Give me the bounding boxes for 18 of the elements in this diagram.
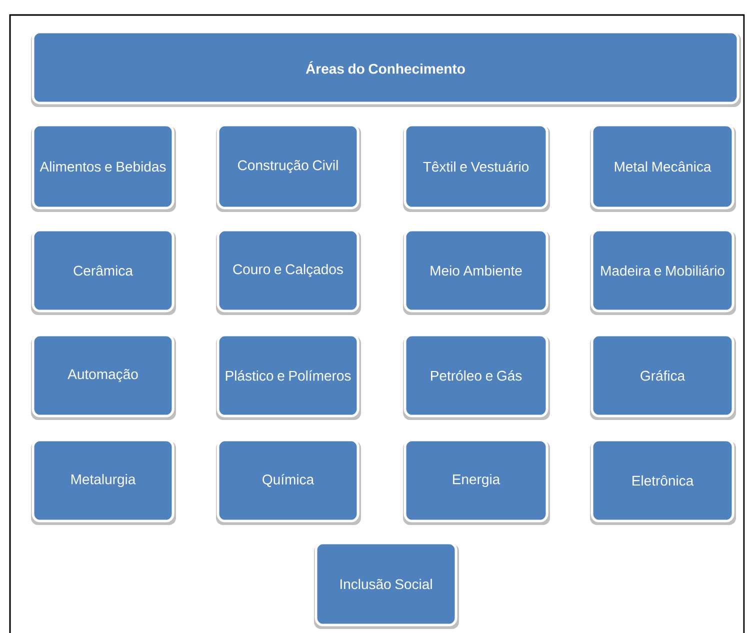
topic-box: Metalurgia: [31, 438, 176, 525]
topic-box: Cerâmica: [31, 228, 176, 315]
topic-box: Química: [216, 438, 361, 525]
topic-box: Energia: [403, 438, 550, 525]
topic-box: Madeira e Mobiliário: [590, 228, 736, 315]
topic-box: Alimentos e Bebidas: [31, 124, 176, 212]
topic-box: Construção Civil: [216, 124, 361, 212]
topic-box: Inclusão Social: [314, 542, 459, 629]
topic-box: Eletrônica: [590, 438, 736, 525]
topic-box: Meio Ambiente: [403, 228, 550, 315]
topic-box: Automação: [31, 334, 176, 420]
header-band: Áreas do Conhecimento: [31, 30, 741, 107]
topic-box: Plástico e Polímeros: [216, 334, 361, 420]
topic-box: Gráfica: [590, 334, 736, 420]
topic-box: Petróleo e Gás: [403, 334, 550, 420]
topic-box: Metal Mecânica: [590, 124, 736, 212]
topic-box: Couro e Calçados: [216, 228, 361, 315]
topic-box: Têxtil e Vestuário: [403, 124, 550, 212]
